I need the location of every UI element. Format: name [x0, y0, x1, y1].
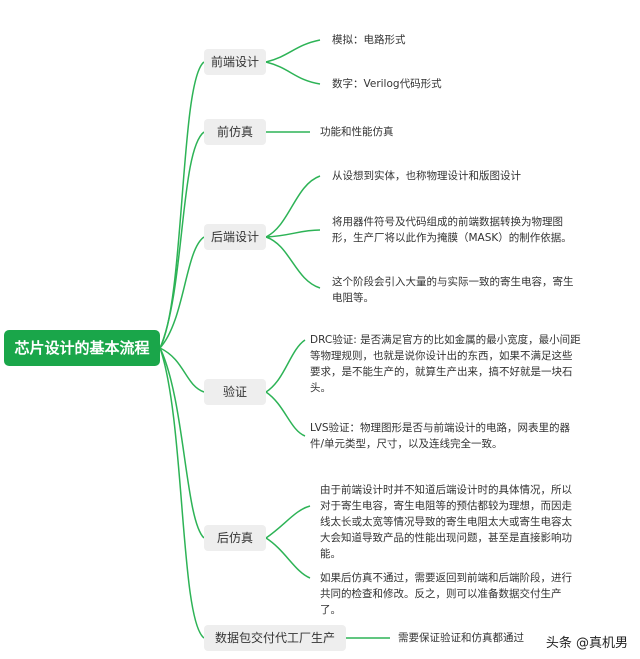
leaf-post-sim-result: 如果后仿真不通过，需要返回到前端和后端阶段，进行共同的检查和修改。反之，则可以准…: [320, 572, 572, 616]
branch-data-delivery: 数据包交付代工厂生产: [204, 625, 346, 651]
edge-root-backend: [159, 236, 205, 349]
leaf-mask-conversion: 将用器件符号及代码组成的前端数据转换为物理图形，生产厂将以此作为掩膜（MASK）…: [332, 216, 572, 244]
edge-root-verify: [159, 347, 205, 393]
watermark: 头条 @真机男: [543, 632, 630, 651]
edge-root-frontend: [159, 61, 205, 349]
leaf-analog: 模拟：电路形式: [332, 34, 406, 46]
edge-root-delivery: [159, 347, 205, 639]
leaf-digital: 数字：Verilog代码形式: [332, 78, 442, 90]
edge-root-postsim: [159, 347, 205, 539]
leaf-delivery-requirement: 需要保证验证和仿真都通过: [398, 632, 524, 644]
branch-backend-design: 后端设计: [204, 224, 266, 250]
branch-verification: 验证: [204, 379, 266, 405]
leaf-parasitics: 这个阶段会引入大量的与实际一致的寄生电容，寄生电阻等。: [332, 276, 574, 304]
root-node: 芯片设计的基本流程: [4, 330, 160, 366]
branch-post-simulation: 后仿真: [204, 525, 266, 551]
leaf-function-performance-sim: 功能和性能仿真: [320, 126, 394, 138]
branch-frontend-design: 前端设计: [204, 49, 266, 75]
edge-root-presim: [159, 131, 205, 349]
leaf-post-sim-reason: 由于前端设计时并不知道后端设计时的具体情况，所以对于寄生电容，寄生电阻等的预估都…: [320, 484, 572, 560]
leaf-lvs: LVS验证：物理图形是否与前端设计的电路，网表里的器件/单元类型，尺寸，以及连线…: [310, 422, 571, 450]
leaf-drc: DRC验证: 是否满足官方的比如金属的最小宽度，最小间距等物理规则，也就是说你设…: [310, 334, 581, 394]
leaf-physical-design: 从设想到实体，也称物理设计和版图设计: [332, 170, 521, 182]
branch-pre-simulation: 前仿真: [204, 119, 266, 145]
